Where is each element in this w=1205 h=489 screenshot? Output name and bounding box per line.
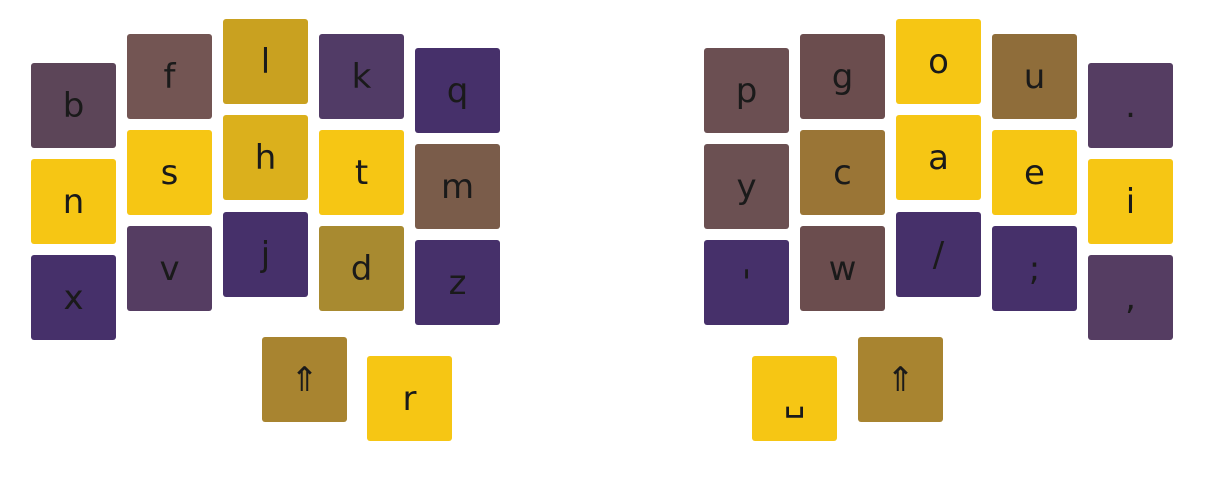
key-slash[interactable]: / xyxy=(896,212,981,297)
key-label: d xyxy=(350,248,373,289)
key-q[interactable]: q xyxy=(415,48,500,133)
key-apostrophe[interactable]: ' xyxy=(704,240,789,325)
key-u[interactable]: u xyxy=(992,34,1077,119)
key-x[interactable]: x xyxy=(31,255,116,340)
key-label: e xyxy=(1024,152,1045,193)
key-label: , xyxy=(1125,277,1136,318)
key-label: l xyxy=(260,41,271,82)
key-l[interactable]: l xyxy=(223,19,308,104)
key-label: o xyxy=(928,41,949,82)
key-label: i xyxy=(1125,181,1136,222)
key-label: ' xyxy=(741,262,752,303)
key-o[interactable]: o xyxy=(896,19,981,104)
key-b[interactable]: b xyxy=(31,63,116,148)
key-label: ; xyxy=(1028,248,1041,289)
key-label: y xyxy=(736,166,757,207)
key-left-shift[interactable]: ⇑ xyxy=(262,337,347,422)
key-period[interactable]: . xyxy=(1088,63,1173,148)
key-label: z xyxy=(448,262,467,303)
key-label: q xyxy=(446,70,469,111)
key-label: v xyxy=(159,248,180,289)
key-label: r xyxy=(402,378,417,419)
key-v[interactable]: v xyxy=(127,226,212,311)
key-label: a xyxy=(928,137,949,178)
key-p[interactable]: p xyxy=(704,48,789,133)
key-label: k xyxy=(351,56,372,97)
key-label: c xyxy=(833,152,852,193)
key-label: g xyxy=(831,56,854,97)
key-h[interactable]: h xyxy=(223,115,308,200)
key-j[interactable]: j xyxy=(223,212,308,297)
key-space[interactable]: ␣ xyxy=(752,356,837,441)
space-icon: ␣ xyxy=(783,378,806,419)
key-right-shift[interactable]: ⇑ xyxy=(858,337,943,422)
key-z[interactable]: z xyxy=(415,240,500,325)
key-label: n xyxy=(62,181,85,222)
key-label: p xyxy=(735,70,758,111)
key-label: w xyxy=(828,248,857,289)
key-label: m xyxy=(440,166,475,207)
key-label: / xyxy=(932,234,945,275)
key-t[interactable]: t xyxy=(319,130,404,215)
key-c[interactable]: c xyxy=(800,130,885,215)
shift-icon: ⇑ xyxy=(290,359,319,400)
key-i[interactable]: i xyxy=(1088,159,1173,244)
key-comma[interactable]: , xyxy=(1088,255,1173,340)
key-w[interactable]: w xyxy=(800,226,885,311)
shift-icon: ⇑ xyxy=(886,359,915,400)
key-r[interactable]: r xyxy=(367,356,452,441)
key-n[interactable]: n xyxy=(31,159,116,244)
key-a[interactable]: a xyxy=(896,115,981,200)
key-label: s xyxy=(160,152,179,193)
key-label: . xyxy=(1125,85,1136,126)
key-label: x xyxy=(63,277,84,318)
key-label: t xyxy=(354,152,369,193)
key-label: h xyxy=(254,137,277,178)
key-g[interactable]: g xyxy=(800,34,885,119)
key-k[interactable]: k xyxy=(319,34,404,119)
key-e[interactable]: e xyxy=(992,130,1077,215)
key-label: j xyxy=(260,234,271,275)
key-label: b xyxy=(62,85,85,126)
key-label: u xyxy=(1023,56,1046,97)
key-y[interactable]: y xyxy=(704,144,789,229)
key-m[interactable]: m xyxy=(415,144,500,229)
key-f[interactable]: f xyxy=(127,34,212,119)
key-d[interactable]: d xyxy=(319,226,404,311)
key-label: f xyxy=(163,56,176,97)
key-semicolon[interactable]: ; xyxy=(992,226,1077,311)
key-s[interactable]: s xyxy=(127,130,212,215)
